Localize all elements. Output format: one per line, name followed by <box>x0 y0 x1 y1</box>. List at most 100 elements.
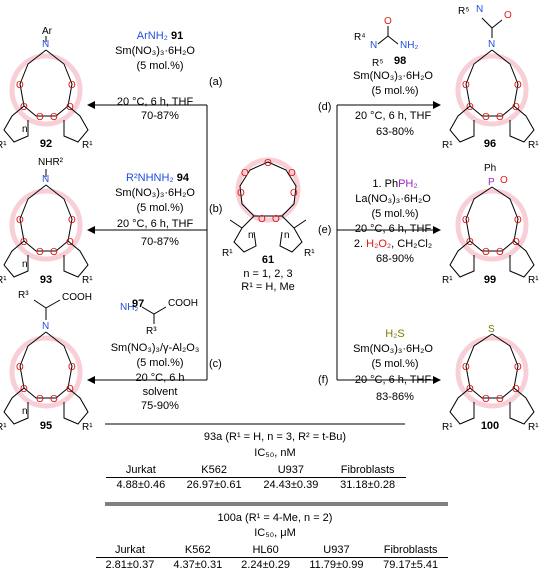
reaction-f-yield: 83-86% <box>376 391 414 403</box>
table2-header-cell: Fibroblasts <box>383 544 438 556</box>
svg-text:O: O <box>36 112 44 123</box>
reagent-98-structure: R⁴ N R⁵ O NH₂ <box>354 16 418 69</box>
svg-text:O: O <box>290 188 298 199</box>
svg-text:O: O <box>466 237 474 248</box>
product-label-93: 93 <box>39 274 53 286</box>
table2-header-cell: K562 <box>184 544 211 556</box>
oxygen-label: O <box>264 158 272 169</box>
compound-label-61: 61 <box>261 254 275 266</box>
table2-header-cell: HL60 <box>252 544 279 556</box>
reaction-a-loading: (5 mol.%) <box>136 60 184 72</box>
svg-text:O: O <box>462 80 470 91</box>
reaction-e-yield: 68-90% <box>376 253 414 265</box>
svg-text:N: N <box>42 174 49 185</box>
compound-93-structure: N NHR² O O O O O O R¹ R¹ n <box>0 157 93 286</box>
table2-title: 100a (R¹ = 4-Me, n = 2) <box>217 512 333 524</box>
svg-text:O: O <box>496 394 504 405</box>
svg-text:O: O <box>482 247 490 258</box>
svg-text:R⁵: R⁵ <box>372 58 383 69</box>
reaction-c-yield: 75-90% <box>141 400 179 412</box>
product-label-92: 92 <box>39 138 53 150</box>
product-label-99: 99 <box>483 274 497 286</box>
svg-text:O: O <box>50 394 58 405</box>
table1-value-cell: 24.43±0.39 <box>263 479 319 491</box>
svg-text:O: O <box>20 384 28 395</box>
svg-text:COOH: COOH <box>62 292 92 303</box>
svg-text:N: N <box>370 40 377 51</box>
svg-text:R¹: R¹ <box>82 275 93 286</box>
svg-text:O: O <box>16 215 24 226</box>
reaction-c-loading: (5 mol.%) <box>136 357 184 369</box>
svg-text:R¹: R¹ <box>442 275 453 286</box>
table2-header-cell: Jurkat <box>114 544 145 556</box>
svg-text:O: O <box>496 112 504 123</box>
svg-text:NH₂: NH₂ <box>400 40 418 51</box>
svg-text:O: O <box>68 215 76 226</box>
svg-text:Ar: Ar <box>42 26 53 37</box>
table1-value-cell: 4.88±0.46 <box>116 479 166 491</box>
svg-text:O: O <box>482 112 490 123</box>
svg-text:R¹: R¹ <box>442 140 453 151</box>
reaction-b-tag: (b) <box>209 203 223 215</box>
reaction-c-catalyst: Sm(NO₃)₃/γ-Al₂O₃ <box>110 342 200 354</box>
reaction-c-conditions: 20 °C, 6 h <box>135 372 185 384</box>
compound-100-structure: S O O O O O O R¹ R¹ <box>442 324 539 433</box>
svg-text:N: N <box>476 4 483 15</box>
table1-value-cell: 26.97±0.61 <box>186 479 242 491</box>
reaction-f-conditions: 20 °C, 6 h, THF <box>354 374 432 386</box>
svg-text:R¹: R¹ <box>528 140 539 151</box>
table2-value-cell: 4.37±0.31 <box>173 559 223 571</box>
compound-95-structure: N R³ COOH O O O O O O R¹ R¹ n <box>0 290 93 433</box>
table2-value-row: 2.81±0.37 4.37±0.31 2.24±0.29 11.79±0.99… <box>96 557 448 573</box>
svg-text:N: N <box>42 321 49 332</box>
table1-units: IC₅₀, nM <box>254 447 296 459</box>
table1-header-cell: Jurkat <box>125 464 156 476</box>
table2-ic50: Jurkat K562 HL60 U937 Fibroblasts 2.81±0… <box>96 543 448 572</box>
svg-text:R³: R³ <box>18 290 29 301</box>
table1-header-cell: K562 <box>201 464 227 476</box>
table2-value-cell: 79.17±5.41 <box>383 559 439 571</box>
reaction-b-yield: 70-87% <box>141 236 179 248</box>
svg-text:P: P <box>488 177 495 188</box>
svg-text:COOH: COOH <box>168 298 198 309</box>
svg-text:n: n <box>22 406 28 417</box>
svg-text:O: O <box>504 10 512 21</box>
compound-99-structure: P O Ph O O O O O O R¹ R¹ <box>442 163 539 286</box>
svg-text:R¹: R¹ <box>82 140 93 151</box>
svg-text:O: O <box>36 394 44 405</box>
product-label-100: 100 <box>480 420 500 432</box>
svg-text:O: O <box>50 247 58 258</box>
svg-text:O: O <box>514 215 522 226</box>
svg-text:O: O <box>288 168 296 179</box>
reagent-97-structure: NH₂ COOH R³ <box>120 298 198 337</box>
reaction-f-loading: (5 mol.%) <box>371 358 419 370</box>
svg-text:R³: R³ <box>146 326 157 337</box>
table1-ic50: Jurkat K562 U937 Fibroblasts 4.88±0.46 2… <box>106 463 406 492</box>
svg-text:R¹: R¹ <box>304 248 315 259</box>
reaction-a-yield: 70-87% <box>141 110 179 122</box>
svg-text:R¹: R¹ <box>222 248 233 259</box>
reaction-d-yield: 63-80% <box>376 126 414 138</box>
svg-text:O: O <box>50 112 58 123</box>
reaction-f-tag: (f) <box>318 374 329 386</box>
svg-text:O: O <box>272 214 280 225</box>
svg-text:O: O <box>68 80 76 91</box>
svg-text:NH₂: NH₂ <box>120 302 138 313</box>
svg-text:O: O <box>514 80 522 91</box>
center-n-range: n = 1, 2, 3 <box>243 268 293 280</box>
svg-text:O: O <box>514 362 522 373</box>
reaction-b-reagent: R²NHNH₂ 94 <box>126 172 189 184</box>
reaction-b-catalyst: Sm(NO₃)₃·6H₂O <box>115 187 195 199</box>
svg-text:O: O <box>20 237 28 248</box>
table1-title: 93a (R¹ = H, n = 3, R² = t-Bu) <box>203 431 347 443</box>
reaction-c-tag: (c) <box>209 358 222 370</box>
reaction-c-reagent-number: 97 <box>132 298 145 310</box>
table2-units: IC₅₀, μM <box>254 527 296 539</box>
svg-text:R¹: R¹ <box>0 140 7 151</box>
reaction-a-reagent: ArNH₂ 91 <box>136 30 184 42</box>
reaction-d-conditions: 20 °C, 6 h, THF <box>354 110 432 122</box>
svg-text:R¹: R¹ <box>528 275 539 286</box>
table2-value-cell: 2.81±0.37 <box>105 559 155 571</box>
svg-text:R¹: R¹ <box>82 422 93 433</box>
